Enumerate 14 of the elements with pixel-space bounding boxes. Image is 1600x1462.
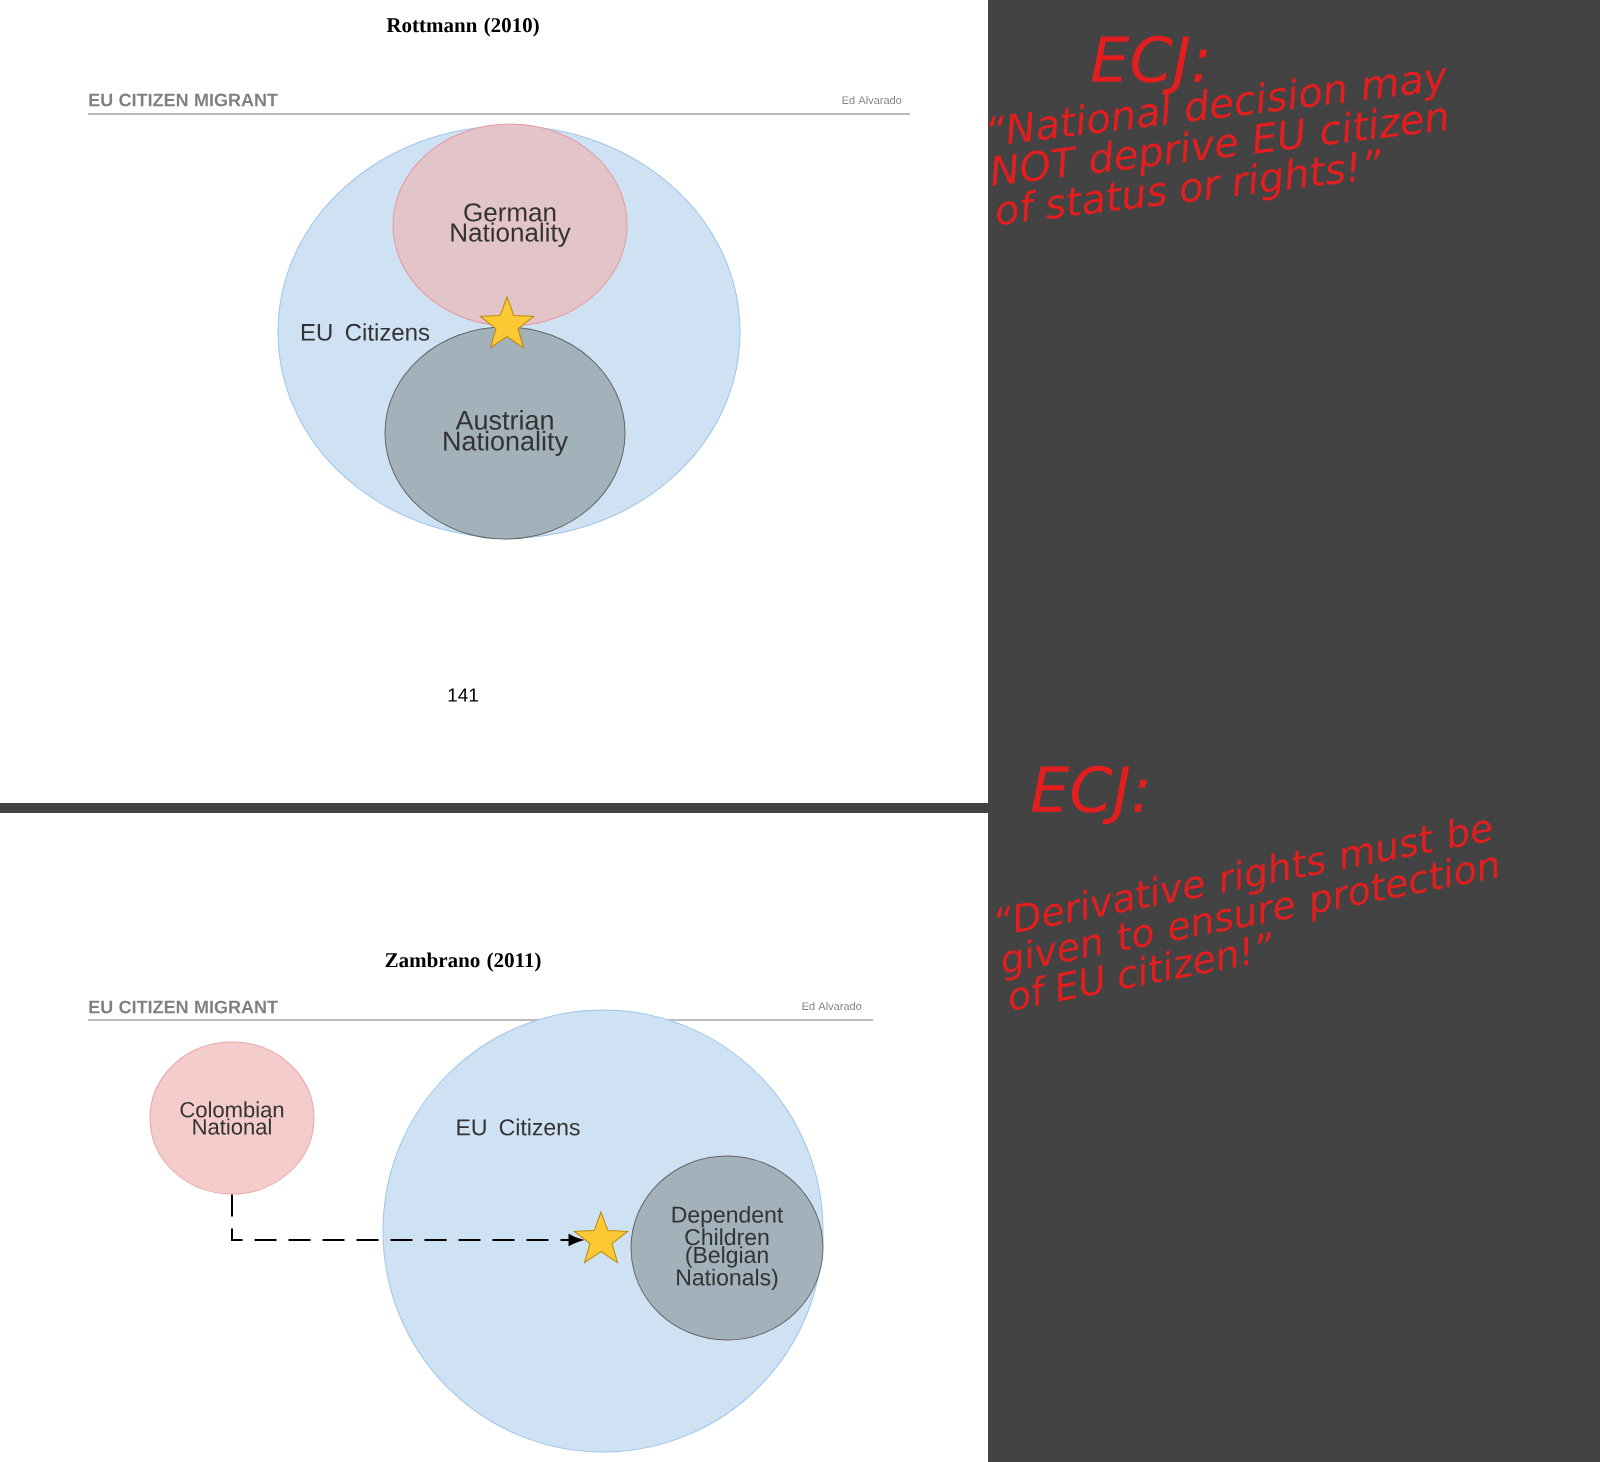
ellipse-node: German Nationality — [392, 123, 628, 327]
slide-header: EU CITIZEN MIGRANT — [89, 93, 278, 107]
handwritten-note: ECJ: — [1031, 765, 1147, 825]
author-name: Ed Alvarado — [842, 95, 902, 105]
star-icon — [479, 296, 535, 349]
slide-title: Zambrano (2011) — [385, 952, 541, 972]
arrow — [231, 1193, 582, 1246]
ellipse-node: Dependent Children (Belgian Nationals) — [630, 1155, 824, 1341]
star-icon — [573, 1211, 629, 1264]
author-name: Ed Alvarado — [802, 1002, 862, 1011]
ellipse-node: Colombian National — [149, 1041, 315, 1195]
slide-header: EU CITIZEN MIGRANT — [89, 1000, 278, 1014]
slide-title: Rottmann (2010) — [386, 17, 539, 37]
page-number: 141 — [448, 688, 478, 702]
